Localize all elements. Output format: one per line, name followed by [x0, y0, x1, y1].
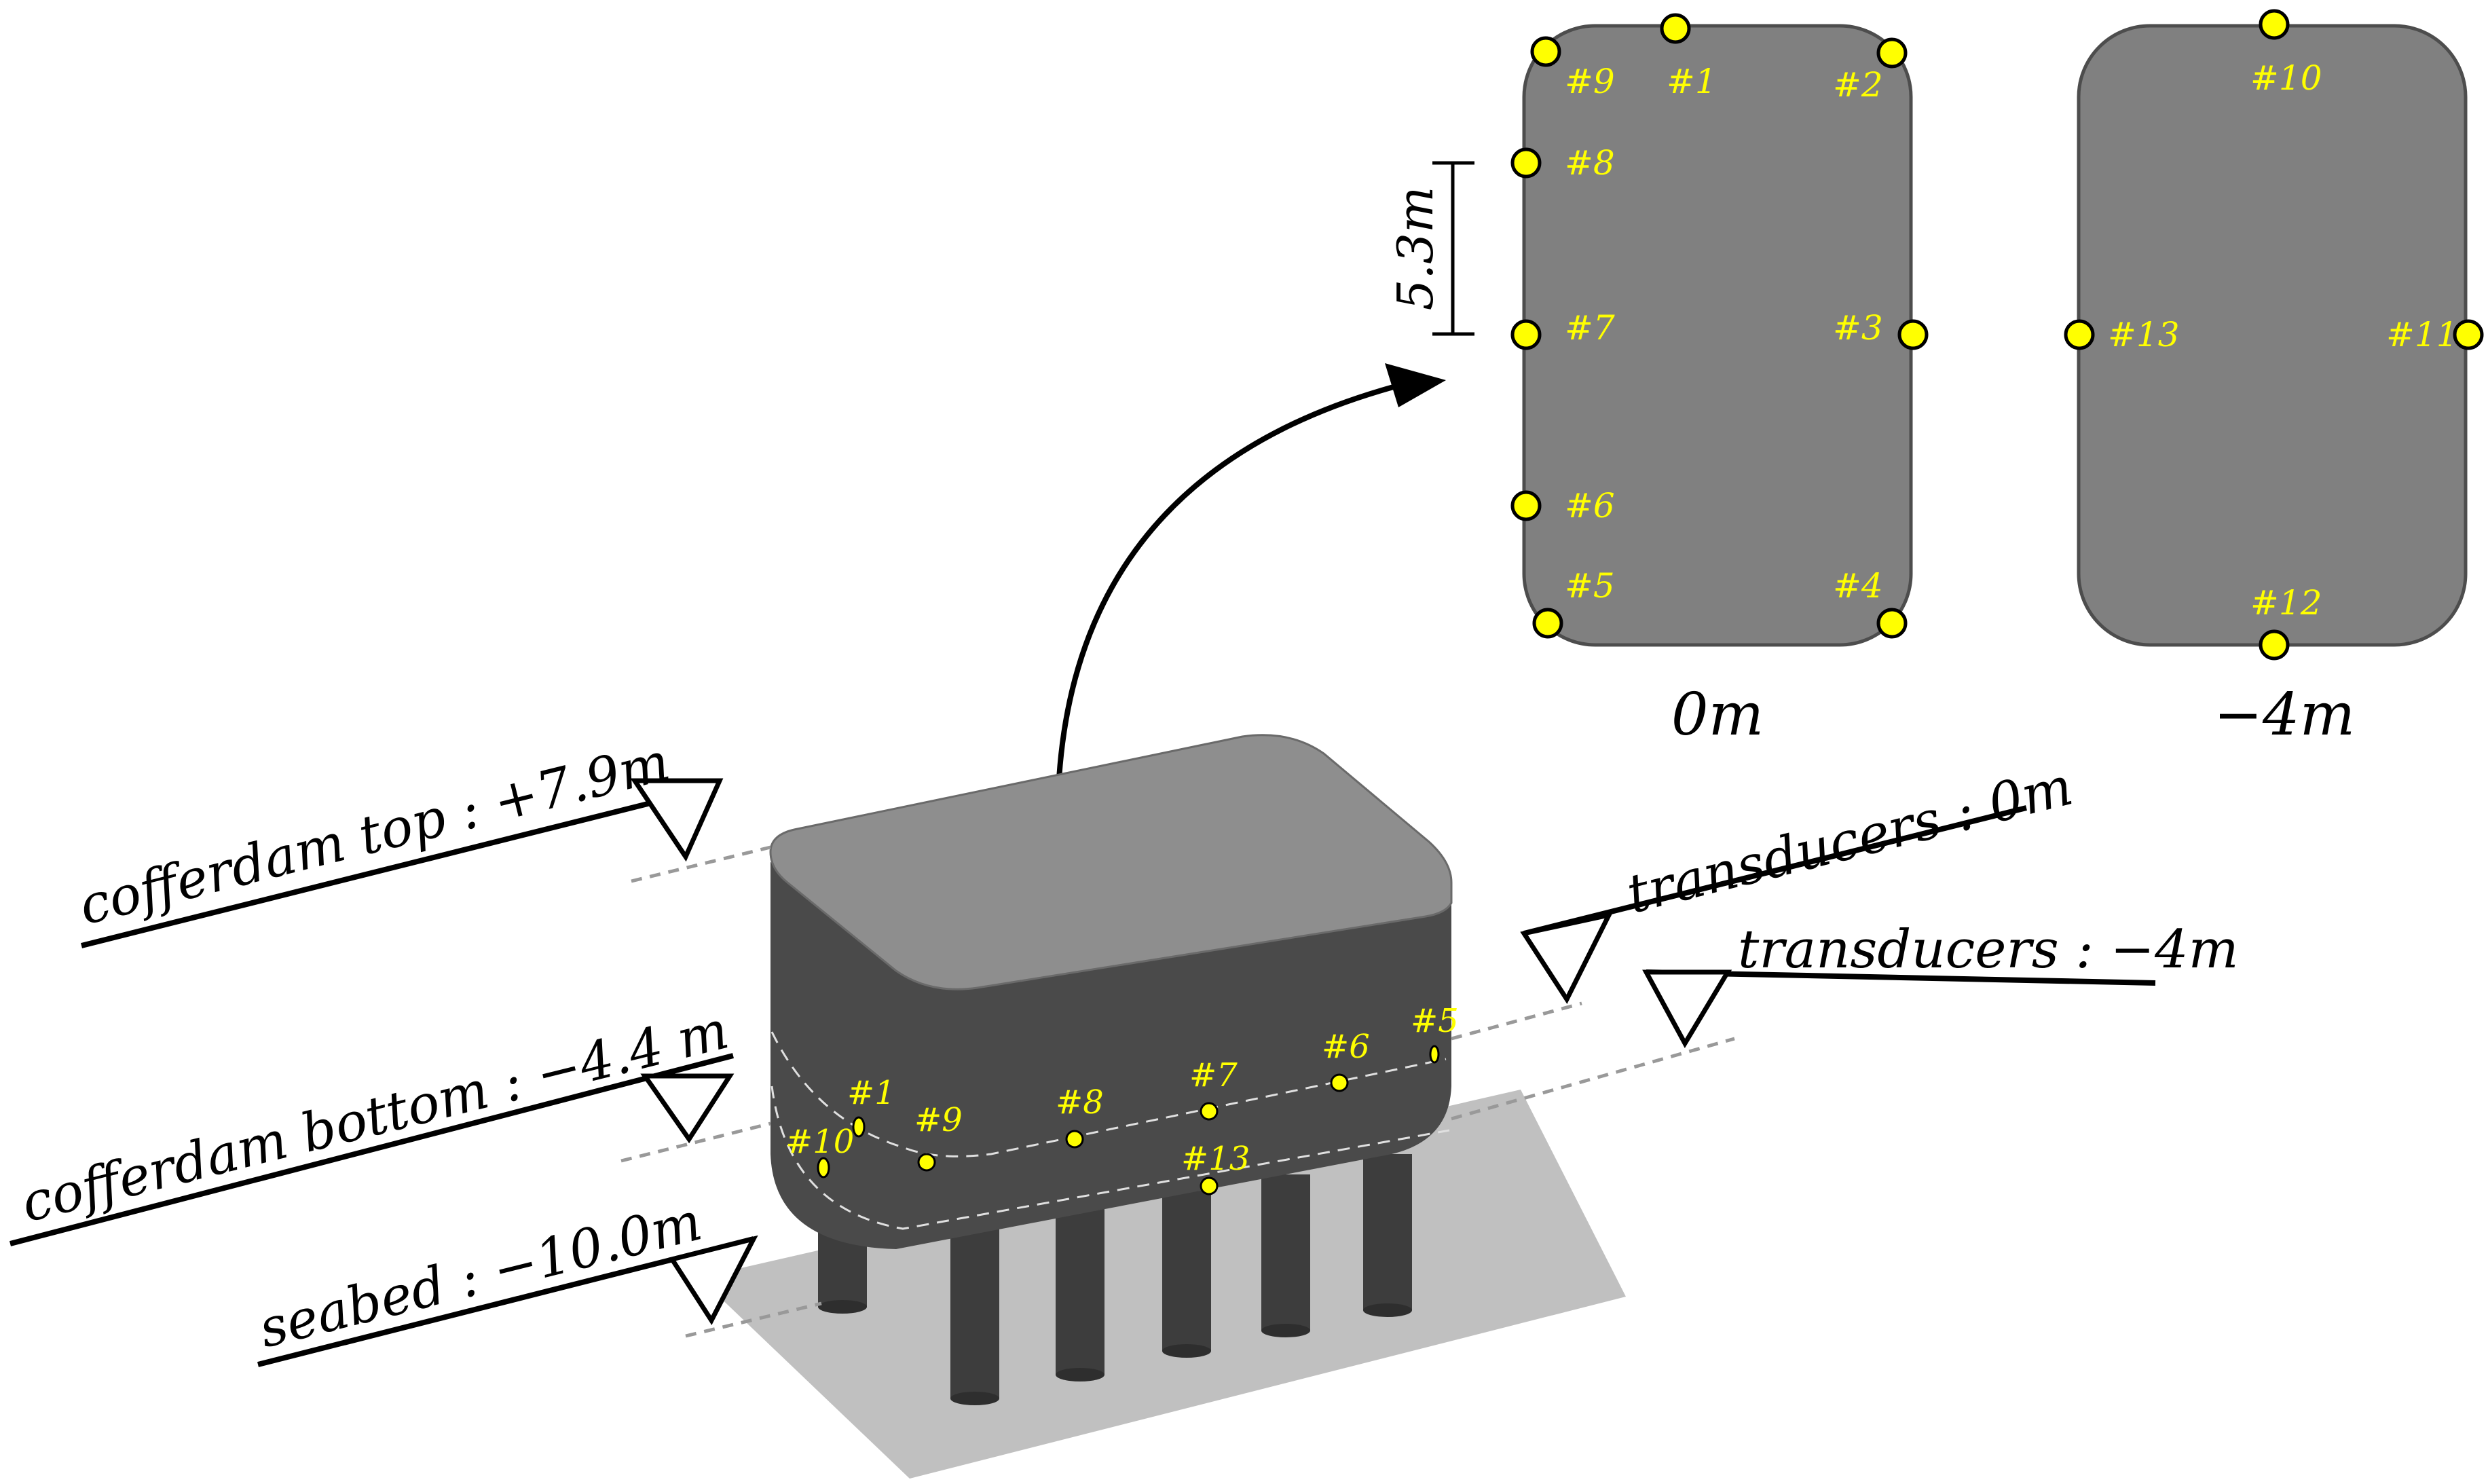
sensor-ring-minus4m — [770, 1086, 1450, 1230]
plan-minus4m-sensors: #10 #11 #12 #13 — [2064, 9, 2484, 661]
sensor-label-12: #12 — [2250, 583, 2322, 623]
water-level-triangle-icon — [1520, 912, 1614, 1005]
sensor-label-5: #5 — [1565, 566, 1615, 606]
elevation-cofferdam-top: cofferdam top : +7.9m — [73, 731, 724, 948]
sensor-dot-icon — [1532, 608, 1563, 639]
plan-0m: 5.3m #1 #2 #3 #4 #5 #6 #7 #8 #9 0m — [1387, 13, 1929, 749]
plan-minus4m-title: −4m — [2214, 681, 2355, 749]
sensor-dot-icon — [1876, 608, 1908, 639]
water-level-triangle-icon — [668, 1235, 758, 1325]
sensor-label-9: #9 — [1565, 62, 1615, 101]
sensor-label-11: #11 — [2386, 315, 2458, 354]
piles — [818, 1154, 1412, 1405]
sensor-label-3: #3 — [1833, 308, 1883, 348]
sensor-label-13: #13 — [2108, 315, 2180, 354]
elevation-transducers-minus4m: transducers : −4m — [1642, 919, 2239, 1049]
sensor-dot-icon — [2064, 319, 2095, 350]
sensor-dot-icon — [2259, 629, 2290, 661]
leader-lines — [620, 845, 1735, 1338]
sensor-dot-icon — [1660, 13, 1691, 44]
sensor-dot-icon — [1330, 1073, 1349, 1092]
sensor-dot-icon — [917, 1153, 936, 1172]
cofferdam-top — [769, 734, 1453, 990]
sensor-dot-icon — [1200, 1102, 1219, 1121]
sensor-ring-0m — [770, 1031, 1447, 1157]
sensor-dot-icon — [852, 1116, 866, 1138]
curved-arrow-icon — [1054, 363, 1446, 829]
sensor-label-8: #8 — [1565, 143, 1615, 183]
sensor-label-7: #7 — [1565, 308, 1615, 348]
label-cofferdam-bottom: cofferdam bottom : −4.4 m — [16, 999, 735, 1234]
plan-minus4m: #10 #11 #12 #13 −4m — [2064, 9, 2484, 749]
model-sensor-label-5: #5 — [1411, 1002, 1459, 1040]
model-sensor-label-10: #10 — [785, 1123, 854, 1161]
elevation-cofferdam-bottom: cofferdam bottom : −4.4 m — [9, 999, 735, 1246]
sensor-label-6: #6 — [1565, 486, 1615, 525]
sensor-label-4: #4 — [1833, 566, 1883, 606]
dimension-label: 5.3m — [1387, 187, 1444, 311]
sensor-dot-icon — [1065, 1130, 1084, 1149]
cofferdam: #1 #10 #9 #8 #7 #13 #6 #5 — [769, 734, 1459, 1249]
sensor-dot-icon — [1510, 319, 1542, 350]
sensor-dot-icon — [1510, 490, 1542, 521]
label-seabed: seabed : −10.0m — [253, 1191, 708, 1360]
model-sensor-label-1: #1 — [847, 1074, 895, 1112]
sensor-dot-icon — [2259, 9, 2290, 40]
model-sensor-label-9: #9 — [914, 1101, 963, 1139]
model-sensor-label-7: #7 — [1189, 1056, 1238, 1094]
label-transducers-minus4m: transducers : −4m — [1738, 919, 2239, 980]
plan-0m-sensors: #1 #2 #3 #4 #5 #6 #7 #8 #9 — [1510, 13, 1929, 639]
model-sensor-label-13: #13 — [1181, 1140, 1250, 1178]
water-level-triangle-icon — [1642, 969, 1732, 1049]
sensor-dot-icon — [1897, 319, 1929, 350]
sensor-dot-icon — [1876, 37, 1908, 69]
model-sensor-label-6: #6 — [1322, 1028, 1370, 1066]
water-level-triangle-icon — [630, 778, 724, 862]
sensor-dot-icon — [1510, 147, 1542, 179]
sensor-dot-icon — [2453, 319, 2484, 350]
model-sensor-label-8: #8 — [1056, 1083, 1104, 1121]
dimension-marker: 5.3m — [1387, 161, 1474, 336]
sensor-label-1: #1 — [1667, 62, 1717, 101]
sensor-dot-icon — [1200, 1176, 1219, 1195]
plan-0m-title: 0m — [1671, 681, 1764, 749]
label-transducers-0m: transducers : 0m — [1621, 756, 2079, 925]
sensor-dot-icon — [817, 1157, 830, 1179]
sensor-dot-icon — [1429, 1045, 1440, 1064]
elevation-seabed: seabed : −10.0m — [253, 1191, 758, 1367]
sensor-label-10: #10 — [2250, 58, 2322, 98]
label-cofferdam-top: cofferdam top : +7.9m — [73, 731, 675, 937]
sensor-label-2: #2 — [1833, 65, 1883, 105]
water-level-triangle-icon — [640, 1073, 735, 1144]
sensor-dot-icon — [1530, 36, 1561, 67]
